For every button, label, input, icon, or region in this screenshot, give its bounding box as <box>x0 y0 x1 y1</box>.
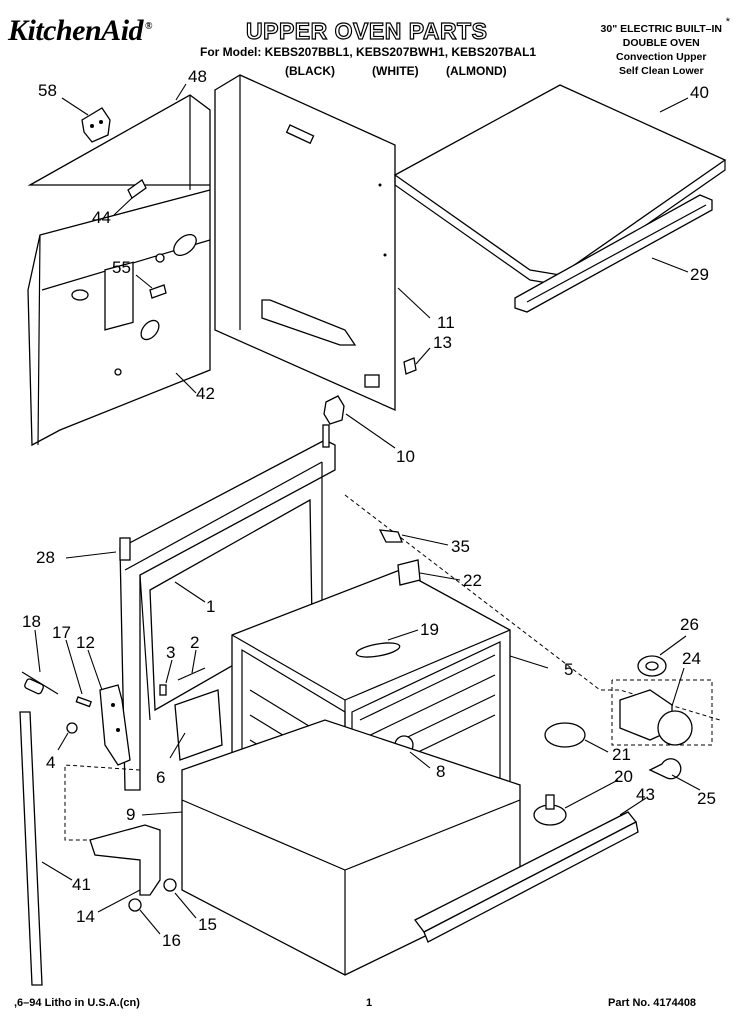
part-label: 15 <box>198 915 217 934</box>
small-parts <box>21 529 693 912</box>
part-label: 40 <box>690 83 709 102</box>
part-label: 2 <box>190 633 199 652</box>
asterisk-mark: * <box>725 16 730 28</box>
top-panel <box>393 84 727 276</box>
part-label: 5 <box>564 660 573 679</box>
part-label: 29 <box>690 265 709 284</box>
door-seal-strip <box>19 711 43 986</box>
part-label: 3 <box>166 643 175 662</box>
part-number: Part No. 4174408 <box>608 997 697 1009</box>
part-label: 28 <box>36 548 55 567</box>
part-label: 44 <box>92 208 111 227</box>
part-label: 13 <box>433 333 452 352</box>
part-label: 18 <box>22 612 41 631</box>
brand-logo: KitchenAid® <box>8 14 153 47</box>
hinge-plate <box>403 357 417 375</box>
side-panel <box>214 74 396 412</box>
part-label: 17 <box>52 623 71 642</box>
part-label: 25 <box>697 789 716 808</box>
part-label: 11 <box>437 313 455 332</box>
part-label: 10 <box>396 447 415 466</box>
part-label: 24 <box>682 649 701 668</box>
part-label: 42 <box>196 384 215 403</box>
part-label: 12 <box>76 633 95 652</box>
part-label: 20 <box>614 767 633 786</box>
part-label: 8 <box>436 762 445 781</box>
part-label: 21 <box>612 745 631 764</box>
wire-clip <box>323 395 345 425</box>
part-label: 1 <box>206 597 215 616</box>
top-channel <box>514 194 713 313</box>
page-number: 1 <box>366 997 373 1009</box>
color-black: (BLACK) <box>285 64 335 78</box>
color-almond: (ALMOND) <box>446 64 507 78</box>
part-label: 4 <box>46 753 55 772</box>
page-title: UPPER OVEN PARTS <box>245 17 488 44</box>
appliance-description: 30" ELECTRIC BUILT–IN DOUBLE OVEN Convec… <box>601 22 722 78</box>
part-label: 58 <box>38 81 57 100</box>
model-line: For Model: KEBS207BBL1, KEBS207BWH1, KEB… <box>200 45 537 59</box>
part-label: 22 <box>463 571 482 590</box>
leader-lines <box>34 83 701 935</box>
hinge-assembly <box>89 684 161 896</box>
part-labels: 58 48 44 55 42 40 29 11 13 10 35 28 22 1… <box>22 67 716 950</box>
description-line: Convection Upper <box>616 51 707 63</box>
part-label: 9 <box>126 805 135 824</box>
description-line: 30" ELECTRIC BUILT–IN <box>600 23 722 35</box>
litho-note: ,6–94 Litho in U.S.A.(cn) <box>14 997 140 1009</box>
part-label: 41 <box>72 875 91 894</box>
part-label: 26 <box>680 615 699 634</box>
part-label: 55 <box>112 258 131 277</box>
part-label: 19 <box>420 620 439 639</box>
part-label: 6 <box>156 768 165 787</box>
description-line: Self Clean Lower <box>618 65 704 77</box>
part-label: 43 <box>636 785 655 804</box>
color-white: (WHITE) <box>372 64 419 78</box>
rear-panel-assembly <box>27 94 211 447</box>
part-label: 14 <box>76 907 95 926</box>
wiring-dashed <box>64 764 141 841</box>
description-line: DOUBLE OVEN <box>622 37 700 49</box>
part-label: 16 <box>162 931 181 950</box>
part-label: 35 <box>451 537 470 556</box>
part-label: 48 <box>188 67 207 86</box>
